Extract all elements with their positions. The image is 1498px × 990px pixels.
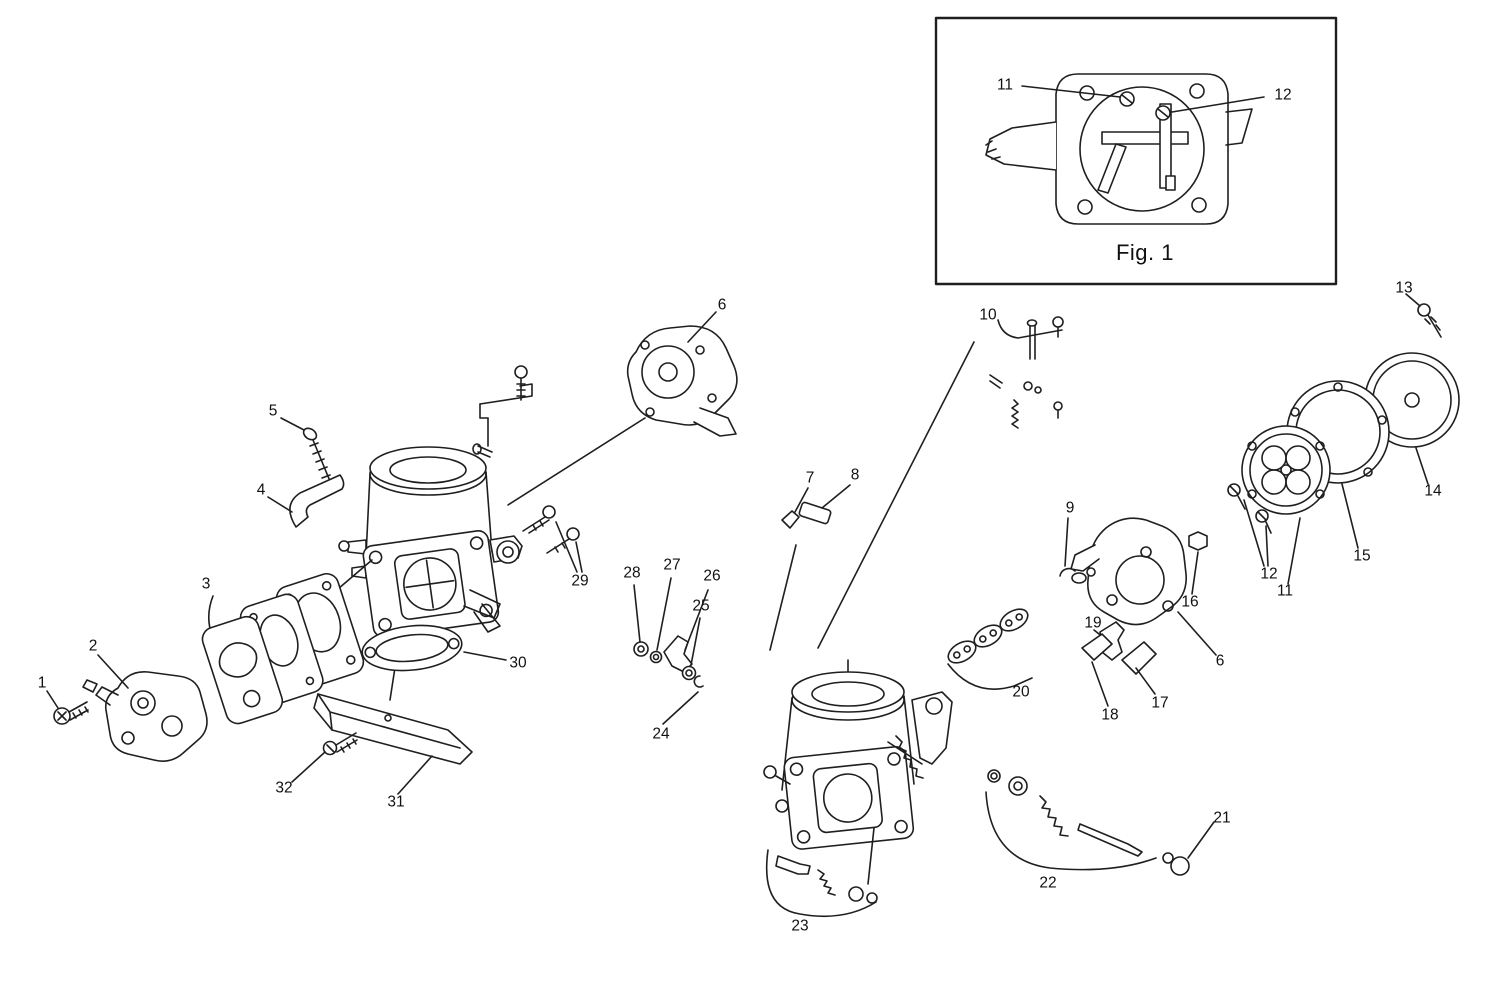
callout-24: 24 bbox=[652, 725, 670, 743]
fig1-caption: Fig. 1 bbox=[1115, 240, 1175, 265]
callout-25: 25 bbox=[692, 597, 710, 615]
callout-31: 31 bbox=[387, 793, 405, 811]
callout-30: 30 bbox=[509, 654, 527, 672]
callout-23: 23 bbox=[791, 917, 809, 935]
callout-10: 10 bbox=[979, 306, 997, 324]
callout-18: 18 bbox=[1101, 706, 1119, 724]
callout-22: 22 bbox=[1039, 874, 1057, 892]
callout-7: 7 bbox=[805, 469, 815, 487]
part-31-bracket-plate bbox=[313, 693, 473, 795]
part-6-pump-cover-left bbox=[507, 311, 738, 506]
callout-15: 15 bbox=[1353, 547, 1371, 565]
callout-5: 5 bbox=[268, 402, 278, 420]
callout-28: 28 bbox=[623, 564, 641, 582]
callout-11-right: 11 bbox=[1276, 582, 1294, 600]
part-30-gasket bbox=[361, 624, 507, 672]
part-32-screw bbox=[291, 732, 358, 783]
part-4-elbow-fitting bbox=[267, 474, 345, 528]
part-12-screws bbox=[1227, 483, 1272, 567]
part-24-28-hardware bbox=[633, 577, 709, 725]
part-10-group bbox=[817, 316, 1064, 649]
part-21-nut bbox=[1162, 821, 1215, 876]
callout-14: 14 bbox=[1424, 482, 1442, 500]
callout-fig1-12: 12 bbox=[1274, 86, 1292, 104]
callout-3: 3 bbox=[201, 575, 211, 593]
callout-20: 20 bbox=[1012, 683, 1030, 701]
callout-32: 32 bbox=[275, 779, 293, 797]
callout-6-left: 6 bbox=[717, 296, 727, 314]
callout-19: 19 bbox=[1084, 614, 1102, 632]
part-13-screw bbox=[1405, 293, 1442, 338]
callout-17: 17 bbox=[1151, 694, 1169, 712]
callout-26: 26 bbox=[703, 567, 721, 585]
part-17-gasket bbox=[1121, 641, 1157, 695]
part-6-pump-cover-right bbox=[1070, 517, 1217, 656]
callout-6-right: 6 bbox=[1215, 652, 1225, 670]
part-5-screw bbox=[280, 417, 333, 487]
callout-21: 21 bbox=[1213, 809, 1231, 827]
part-2-pump-body bbox=[82, 654, 208, 762]
part-11-diaphragm-plate bbox=[1241, 425, 1331, 585]
callout-8: 8 bbox=[850, 466, 860, 484]
part-16-nut bbox=[1188, 531, 1208, 595]
callout-13: 13 bbox=[1395, 279, 1413, 297]
callout-fig1-11: 11 bbox=[996, 76, 1014, 94]
right-carburetor-body bbox=[763, 659, 953, 885]
callout-27: 27 bbox=[663, 556, 681, 574]
part-29-screws bbox=[522, 505, 583, 573]
callout-2: 2 bbox=[88, 637, 98, 655]
part-7-8-needle-valve bbox=[769, 484, 851, 651]
inset-fig1-drawing bbox=[985, 73, 1265, 225]
callout-4: 4 bbox=[256, 481, 266, 499]
part-1-screw bbox=[46, 690, 89, 725]
callout-16: 16 bbox=[1181, 593, 1199, 611]
part-20-gaskets bbox=[947, 608, 1033, 690]
part-3-gasket-stack bbox=[201, 572, 365, 725]
callout-12-right: 12 bbox=[1260, 565, 1278, 583]
callout-9: 9 bbox=[1065, 499, 1075, 517]
part-18-plate bbox=[1081, 633, 1113, 707]
callout-29: 29 bbox=[571, 572, 589, 590]
part-22-group bbox=[985, 769, 1157, 871]
left-carburetor-body bbox=[317, 365, 533, 701]
callout-1: 1 bbox=[37, 674, 47, 692]
part-23-group bbox=[765, 849, 878, 918]
part-9-parts bbox=[1059, 517, 1096, 584]
